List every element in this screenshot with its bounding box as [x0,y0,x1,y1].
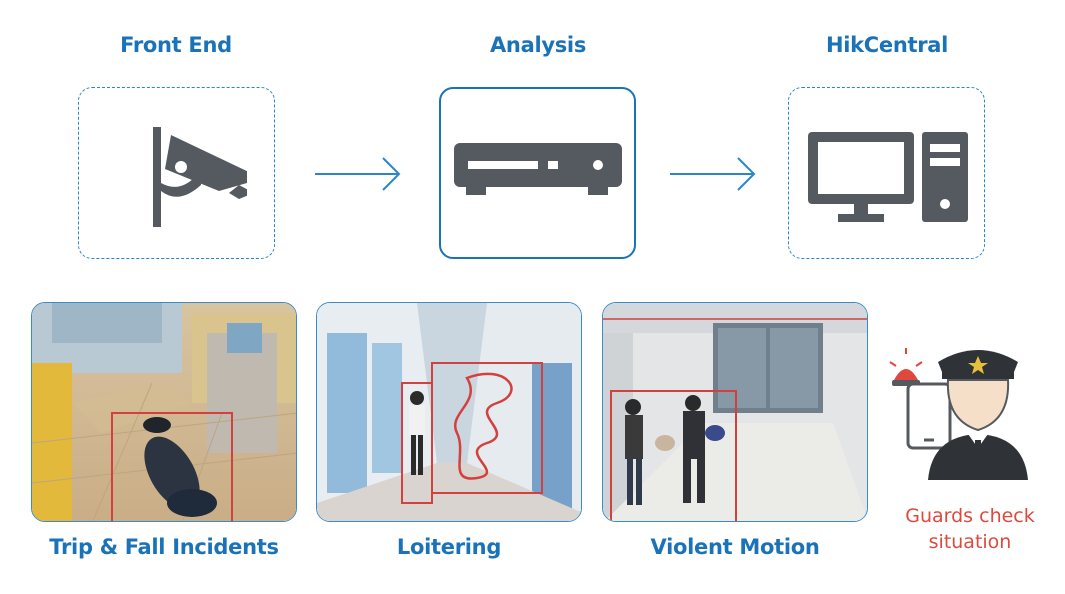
trip-fall-scene [31,302,297,522]
hikcentral-box [788,87,985,259]
surveillance-camera-icon [152,127,247,227]
desktop-computer-icon [807,132,968,222]
analysis-box [439,87,636,259]
guard-note: Guards check situation [885,503,1055,555]
arrow-right-icon [670,157,756,191]
caption-loitering: Loitering [396,535,502,559]
nvr-recorder-icon [453,143,622,195]
guard-note-line1: Guards check [905,505,1035,527]
violent-motion-scene [602,302,868,522]
guard-note-line2: situation [928,531,1012,553]
mobile-phone-icon [906,382,952,450]
caption-trip-fall: Trip & Fall Incidents [49,535,279,559]
loitering-scene [316,302,582,522]
alarm-light-icon [889,348,923,386]
security-guard-icon [889,348,1028,480]
arrow-right-icon [315,157,401,191]
caption-violent-motion: Violent Motion [650,535,820,559]
stage-title-front-end: Front End [120,33,232,57]
stage-title-hikcentral: HikCentral [825,33,949,57]
stage-title-analysis: Analysis [489,33,587,57]
front-end-box [78,87,275,259]
